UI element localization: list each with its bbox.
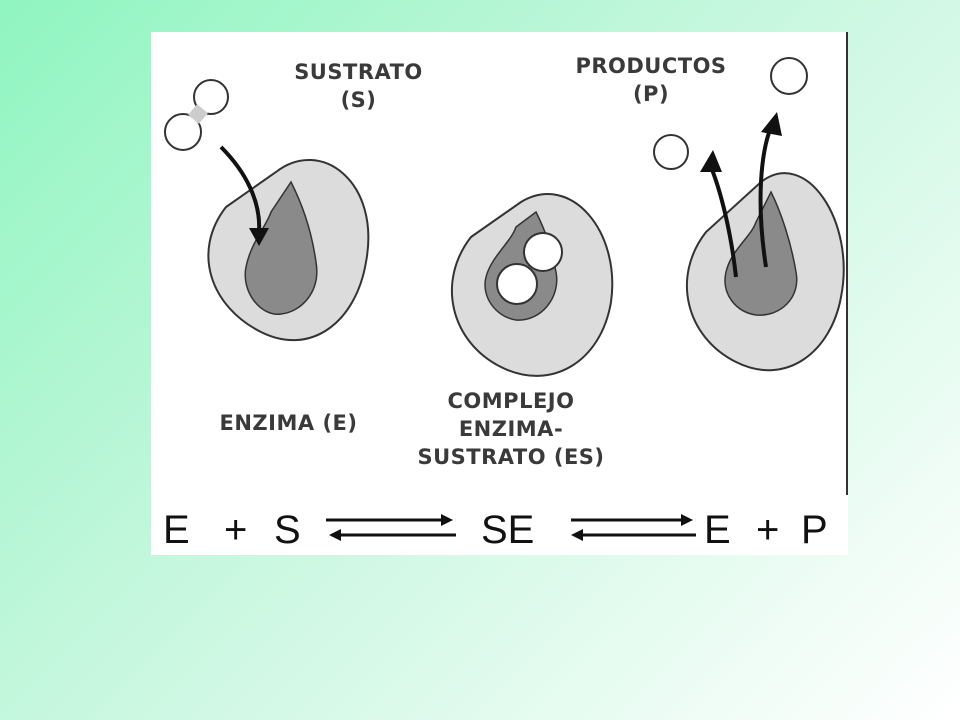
complejo-label: COMPLEJO ENZIMA- SUSTRATO (ES) <box>417 389 605 469</box>
equilibrium-arrow-2 <box>571 514 696 541</box>
enzyme-shape-1 <box>207 159 370 342</box>
diagram-panel: SUSTRATO (S) PRODUCTOS (P) ENZIMA (E) CO… <box>151 32 848 555</box>
enzyme-reaction-illustration <box>164 57 845 377</box>
equation-p: P <box>801 508 828 552</box>
bound-substrate <box>496 232 563 305</box>
equation-plus-1: + <box>224 508 248 552</box>
substrate-molecule <box>164 79 229 151</box>
equation-arrows <box>326 514 696 541</box>
equation-e-product: E <box>704 508 731 552</box>
release-arrow-left <box>709 166 738 278</box>
equation-e-reactant: E <box>163 508 190 552</box>
panel-border <box>846 32 848 495</box>
release-arrow-right <box>758 126 773 268</box>
enzyme-shape-3 <box>685 172 845 372</box>
binding-arrowhead <box>249 228 269 246</box>
equilibrium-arrow-1 <box>326 514 456 541</box>
equation-plus-2: + <box>756 508 780 552</box>
enzima-label: ENZIMA (E) <box>219 411 358 435</box>
sustrato-label: SUSTRATO (S) <box>294 60 423 112</box>
equation-s: S <box>274 508 301 552</box>
binding-arrow <box>219 145 262 233</box>
product-molecules <box>653 57 808 170</box>
release-arrowhead-left <box>700 150 722 172</box>
release-arrowhead-right <box>761 112 782 136</box>
productos-label: PRODUCTOS (P) <box>575 54 727 106</box>
equation-se: SE <box>481 508 535 552</box>
